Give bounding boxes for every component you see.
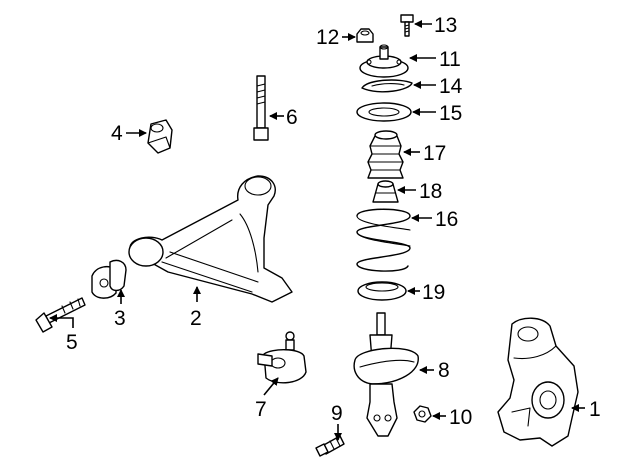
- leader-5: [49, 314, 74, 328]
- part-14-upper-insulator[interactable]: [361, 79, 413, 93]
- callout-1: 1: [589, 398, 601, 421]
- callout-10: 10: [449, 406, 472, 429]
- part-19-lower-insulator[interactable]: [357, 281, 407, 301]
- callout-12: 12: [316, 26, 339, 49]
- part-4-bushing[interactable]: [147, 119, 173, 154]
- callout-7: 7: [255, 398, 267, 421]
- callout-4: 4: [111, 122, 123, 145]
- callout-14: 14: [439, 75, 463, 98]
- part-2-lower-control-arm[interactable]: [128, 175, 293, 303]
- part-8-strut-assembly[interactable]: [353, 312, 419, 437]
- callout-3: 3: [114, 307, 126, 330]
- part-12-nut[interactable]: [356, 28, 374, 43]
- callout-6: 6: [286, 106, 298, 129]
- part-15-spring-seat[interactable]: [356, 102, 412, 122]
- part-16-coil-spring[interactable]: [356, 208, 411, 272]
- callout-13: 13: [434, 14, 457, 37]
- callout-2: 2: [190, 307, 202, 330]
- part-9-bolt[interactable]: [315, 435, 345, 457]
- callout-labels: 1 2 3 4 5 6 7 8 9 10 11 12 13 14 15 16 1…: [66, 14, 601, 429]
- callout-19: 19: [422, 281, 445, 304]
- callout-17: 17: [423, 142, 446, 165]
- part-7-ball-joint[interactable]: [257, 331, 307, 384]
- part-18-bump-stop[interactable]: [372, 180, 399, 203]
- callout-11: 11: [439, 48, 461, 71]
- callout-8: 8: [438, 359, 450, 382]
- leader-7: [263, 377, 279, 396]
- callout-16: 16: [435, 208, 458, 231]
- callout-18: 18: [419, 180, 442, 203]
- part-3-bushing[interactable]: [91, 259, 127, 299]
- callout-9: 9: [331, 402, 343, 425]
- callout-5: 5: [66, 331, 78, 354]
- part-11-strut-mount[interactable]: [359, 44, 409, 78]
- part-1-steering-knuckle[interactable]: [497, 317, 579, 447]
- part-6-bolt[interactable]: [253, 75, 269, 141]
- part-5-bolt[interactable]: [35, 297, 86, 333]
- callout-15: 15: [439, 102, 462, 125]
- part-17-dust-boot[interactable]: [367, 130, 404, 179]
- part-10-nut[interactable]: [413, 405, 432, 423]
- part-13-bolt[interactable]: [400, 14, 414, 37]
- leader-lines: [49, 20, 585, 441]
